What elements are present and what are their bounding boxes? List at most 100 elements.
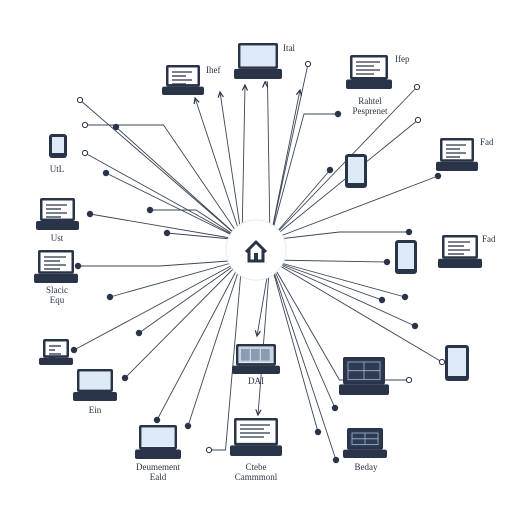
connection-line <box>150 209 243 241</box>
connection-line <box>269 86 418 241</box>
endpoint-dot <box>332 456 340 464</box>
endpoint-dot <box>411 322 419 330</box>
laptop-top <box>234 43 282 79</box>
endpoint-dot <box>184 422 192 430</box>
endpoint-dot <box>434 172 442 180</box>
connection-line <box>78 259 243 267</box>
laptop-midright <box>438 235 482 268</box>
endpoint-dot <box>314 428 322 436</box>
arrow-head <box>217 90 224 98</box>
connection-line <box>156 259 243 421</box>
connection-line <box>194 97 243 241</box>
connection-line <box>269 259 337 461</box>
connection-endpoints <box>70 60 446 464</box>
label-laptop-topright-caption: Rahtel Pesprenet <box>352 96 388 116</box>
connection-line <box>265 81 271 241</box>
connection-line <box>187 259 243 427</box>
laptop-bottom2 <box>230 418 282 456</box>
connection-line <box>269 113 338 241</box>
device-nodes <box>34 43 482 459</box>
arrow-head <box>255 409 262 417</box>
connection-line <box>269 259 416 327</box>
connection-line <box>269 259 443 363</box>
endpoint-dot <box>74 262 82 270</box>
endpoint-dot <box>405 228 413 236</box>
label-laptop-left2: Slacic Equ <box>46 285 68 305</box>
connection-line <box>269 175 439 241</box>
connection-line <box>124 259 243 379</box>
connection-lines <box>73 63 443 461</box>
connection-line <box>269 259 383 301</box>
endpoint-dot <box>86 210 94 218</box>
connection-line <box>89 213 243 241</box>
connection-line <box>109 259 243 298</box>
connection-line <box>115 126 243 241</box>
label-laptop-bottomright: Beday <box>354 462 378 472</box>
label-laptop-botleft: Ein <box>88 405 102 415</box>
tablet-mid-right <box>395 240 417 274</box>
arrow-head <box>262 80 269 88</box>
connection-line <box>269 63 309 241</box>
arrow-head <box>241 83 249 91</box>
connection-line <box>269 119 419 241</box>
arrow-head <box>295 88 303 96</box>
label-laptop-bottom1: Deumement Eald <box>136 462 180 482</box>
arrow-head <box>254 330 261 338</box>
endpoint-dot <box>401 293 409 301</box>
label-laptop-midright: Fad <box>482 234 496 244</box>
tablet-left <box>49 134 67 158</box>
connection-line <box>105 172 243 241</box>
endpoint-ring <box>304 60 312 68</box>
laptop-topleft <box>162 65 204 95</box>
endpoint-dot <box>153 416 161 424</box>
connection-line <box>269 231 409 241</box>
endpoint-dot <box>326 166 334 174</box>
dashboard-center <box>232 344 280 374</box>
connection-line <box>85 124 243 241</box>
endpoint-dot <box>112 123 120 131</box>
connection-line <box>269 259 388 263</box>
endpoint-ring <box>81 121 89 129</box>
connection-line <box>257 259 271 416</box>
endpoint-dot <box>135 329 143 337</box>
laptop-right <box>436 138 478 171</box>
tablet-lower-right <box>445 345 469 381</box>
label-laptop-topleft: Ihef <box>206 65 221 75</box>
label-laptop-bottom2: Ctebe Cammmonl <box>234 462 278 482</box>
endpoint-ring <box>81 149 89 157</box>
endpoint-ring <box>405 376 413 384</box>
endpoint-ring <box>414 116 422 124</box>
laptop-botleft <box>73 369 117 401</box>
endpoint-dot <box>106 293 114 301</box>
connection-line <box>241 84 246 241</box>
connection-line <box>138 259 243 334</box>
endpoint-ring <box>438 358 446 366</box>
connection-line <box>269 259 319 433</box>
endpoint-ring <box>205 446 213 454</box>
label-dashboard-center: DAI <box>248 376 264 386</box>
endpoint-dot <box>331 404 339 412</box>
endpoint-ring <box>413 83 421 91</box>
tablet-upper-right <box>345 154 367 188</box>
endpoint-dot <box>378 296 386 304</box>
endpoint-dot <box>146 206 154 214</box>
connection-line <box>209 259 243 451</box>
label-tablet-left: UtL <box>49 164 65 174</box>
label-laptop-topright: Ifep <box>395 54 410 64</box>
laptop-bottom1 <box>135 425 181 459</box>
endpoint-dot <box>334 110 342 118</box>
connection-line <box>79 99 243 241</box>
laptop-left3 <box>39 339 73 365</box>
connection-line <box>84 152 243 241</box>
connection-line <box>269 259 409 381</box>
connection-line <box>73 259 243 351</box>
laptop-left1 <box>36 198 79 230</box>
endpoint-dot <box>70 346 78 354</box>
connection-line <box>269 259 406 298</box>
connection-line <box>269 259 336 409</box>
home-hub <box>225 219 287 281</box>
endpoint-dot <box>383 258 391 266</box>
endpoint-dot <box>121 374 129 382</box>
